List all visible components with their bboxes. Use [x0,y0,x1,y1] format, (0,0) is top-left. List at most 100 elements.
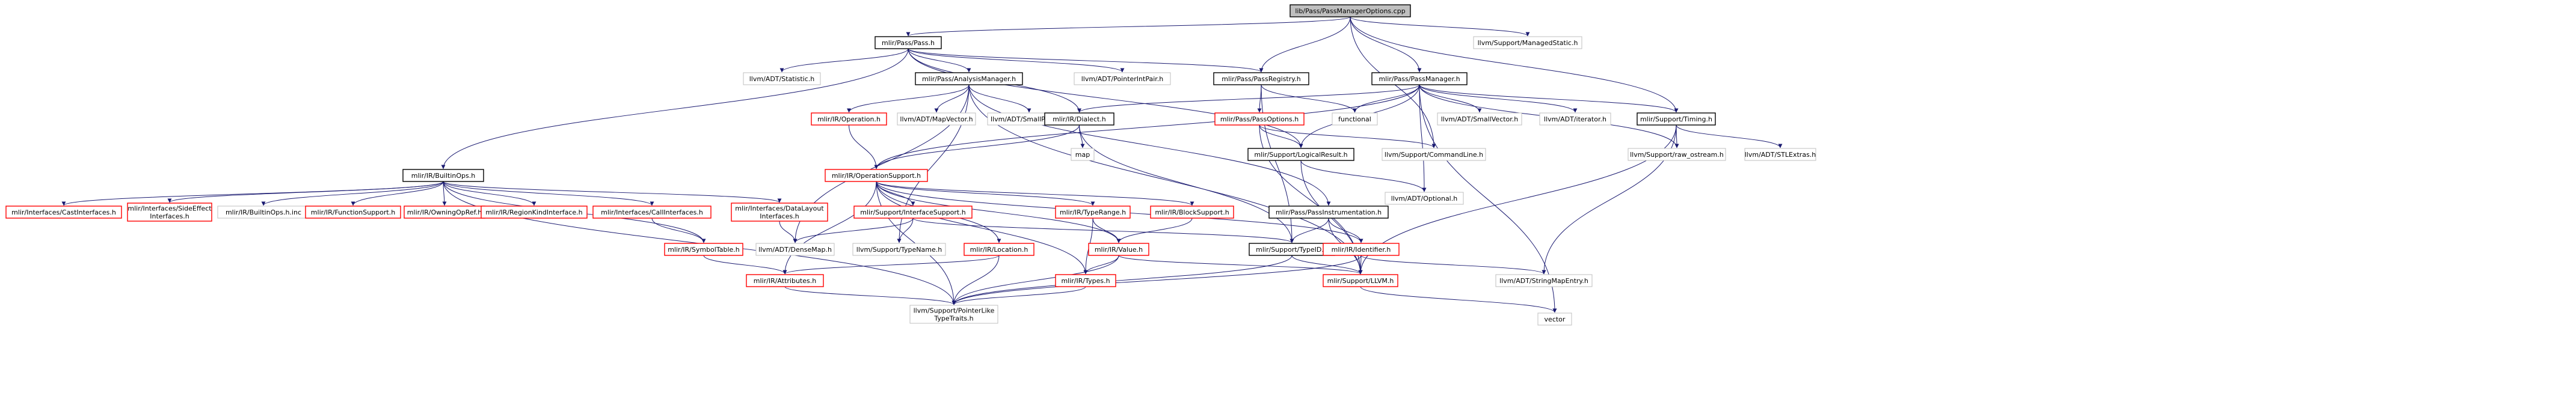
node-map[interactable]: map [1071,148,1095,161]
node-optional-h[interactable]: llvm/ADT/Optional.h [1385,192,1464,205]
header-nodes: lib/Pass/PassManagerOptions.cpp mlir/Pass… [5,4,1816,326]
edge-builtin-ops-to-builtin-ops-inc [261,181,444,206]
node-label: mlir/Pass/PassOptions.h [1220,115,1299,123]
node-operation-h[interactable]: mlir/IR/Operation.h [811,112,887,126]
edge-pass-h-to-ptr-int-pair [908,48,1125,73]
node-command-line[interactable]: llvm/Support/CommandLine.h [1382,148,1486,161]
node-call-interfaces[interactable]: mlir/Interfaces/CallInterfaces.h [592,206,712,219]
node-box [915,72,1023,85]
node-label: mlir/Pass/PassManager.h [1379,75,1460,83]
edge-analysis-mgr-to-small-ptr-set [968,84,1031,113]
node-ptr-int-pair[interactable]: llvm/ADT/PointerIntPair.h [1074,72,1171,85]
edge-analysis-mgr-to-pass-instrumentation [968,84,1331,206]
edge-symbol-table-to-attributes-h [703,255,787,275]
node-pass-registry[interactable]: mlir/Pass/PassRegistry.h [1213,72,1309,85]
node-box [731,203,828,222]
node-type-id[interactable]: mlir/Support/TypeID.h [1249,243,1335,256]
node-pass-options[interactable]: mlir/Pass/PassOptions.h [1214,112,1305,126]
node-label: llvm/ADT/iterator.h [1544,115,1606,123]
node-stl-extras[interactable]: llvm/ADT/STLExtras.h [1744,148,1816,161]
node-llvm-h[interactable]: mlir/Support/LLVM.h [1323,274,1398,287]
node-box [305,206,401,219]
node-location-h[interactable]: mlir/IR/Location.h [964,243,1034,256]
node-pass-h[interactable]: mlir/Pass/Pass.h [875,36,942,49]
node-dialect-h[interactable]: mlir/IR/Dialect.h [1044,112,1114,126]
node-dense-map[interactable]: llvm/ADT/DenseMap.h [755,243,835,256]
node-raw-ostream[interactable]: llvm/Support/raw_ostream.h [1628,148,1726,161]
node-root[interactable]: lib/Pass/PassManagerOptions.cpp [1290,4,1411,17]
node-builtin-ops[interactable]: mlir/IR/BuiltinOps.h [402,169,484,182]
node-statistic[interactable]: llvm/ADT/Statistic.h [743,72,821,85]
edge-builtin-ops-to-cast-interfaces [61,181,444,206]
node-value-h[interactable]: mlir/IR/Value.h [1088,243,1149,256]
edge-value-h-to-types-h [1083,255,1119,275]
node-attributes-h[interactable]: mlir/IR/Attributes.h [746,274,824,287]
node-region-kind[interactable]: mlir/IR/RegionKindInterface.h [481,206,588,219]
node-label: llvm/ADT/DenseMap.h [758,246,832,254]
node-label: mlir/Support/TypeID.h [1256,246,1328,254]
node-string-map-entry[interactable]: llvm/ADT/StringMapEntry.h [1495,274,1593,287]
node-box [1150,206,1234,219]
node-cast-interfaces[interactable]: mlir/Interfaces/CastInterfaces.h [5,206,122,219]
node-box [897,112,976,126]
node-box [1268,206,1389,219]
node-box [1437,112,1522,126]
edge-analysis-mgr-to-operation-h [847,84,970,113]
node-label: llvm/Support/PointerLike [914,307,995,315]
edge-pass-instrumentation-to-type-id [1290,218,1329,243]
node-pass-manager[interactable]: mlir/Pass/PassManager.h [1371,72,1468,85]
node-functional[interactable]: functional [1332,112,1378,126]
node-label: llvm/Support/CommandLine.h [1385,151,1483,159]
node-label: mlir/IR/TypeRange.h [1060,209,1126,216]
node-vector[interactable]: vector [1537,312,1572,326]
edge-pass-manager-to-small-vector [1419,84,1482,113]
node-type-range[interactable]: mlir/IR/TypeRange.h [1055,206,1131,219]
edge-pass-h-to-logical-result [908,48,1303,148]
node-box [1323,243,1400,256]
node-small-vector[interactable]: llvm/ADT/SmallVector.h [1437,112,1522,126]
node-pass-instrumentation[interactable]: mlir/Pass/PassInstrumentation.h [1268,206,1389,219]
edge-pass-manager-to-dialect-h [1077,84,1420,113]
node-timing-h[interactable]: mlir/Support/Timing.h [1637,112,1716,126]
node-identifier-h[interactable]: mlir/IR/Identifier.h [1323,243,1400,256]
node-label: mlir/IR/Types.h [1061,277,1110,285]
node-label: mlir/Pass/PassRegistry.h [1222,75,1300,83]
edge-pass-registry-to-type-id [1261,84,1294,243]
node-symbol-table[interactable]: mlir/IR/SymbolTable.h [664,243,743,256]
node-managed-static[interactable]: llvm/Support/ManagedStatic.h [1473,36,1582,49]
node-interface-support[interactable]: mlir/Support/InterfaceSupport.h [853,206,973,219]
node-block-support[interactable]: mlir/IR/BlockSupport.h [1150,206,1234,219]
node-iterator-h[interactable]: llvm/ADT/iterator.h [1539,112,1611,126]
edge-root-to-timing-h [1350,16,1679,113]
node-op-support[interactable]: mlir/IR/OperationSupport.h [825,169,928,182]
node-map-vector[interactable]: llvm/ADT/MapVector.h [897,112,976,126]
edge-pass-manager-to-optional-h [1419,84,1427,192]
edge-timing-h-to-string-map-entry [1542,124,1677,275]
node-logical-result[interactable]: mlir/Support/LogicalResult.h [1247,148,1354,161]
node-box [127,203,212,222]
node-type-name[interactable]: llvm/Support/TypeName.h [852,243,946,256]
node-function-support[interactable]: mlir/IR/FunctionSupport.h [305,206,401,219]
node-types-h[interactable]: mlir/IR/Types.h [1055,274,1116,287]
node-box [875,36,942,49]
node-box [1055,274,1116,287]
edge-root-to-managed-static [1350,16,1530,37]
node-label: llvm/ADT/STLExtras.h [1745,151,1816,159]
node-label: mlir/IR/RegionKindInterface.h [485,209,582,216]
edge-pass-options-to-logical-result [1259,124,1303,148]
node-box [1071,148,1095,161]
node-label: mlir/Interfaces/SideEffect [128,205,212,213]
edge-interface-support-to-dense-map [793,218,914,243]
node-box [1214,112,1305,126]
node-builtin-ops-inc[interactable]: mlir/IR/BuiltinOps.h.inc [217,206,310,219]
node-label: mlir/IR/BlockSupport.h [1155,209,1229,216]
node-label: mlir/IR/Attributes.h [754,277,816,285]
node-owning-op-ref[interactable]: mlir/IR/OwningOpRef.h [404,206,485,219]
node-box [755,243,835,256]
edge-identifier-h-to-pointer-like [951,255,1362,305]
node-analysis-mgr[interactable]: mlir/Pass/AnalysisManager.h [915,72,1023,85]
